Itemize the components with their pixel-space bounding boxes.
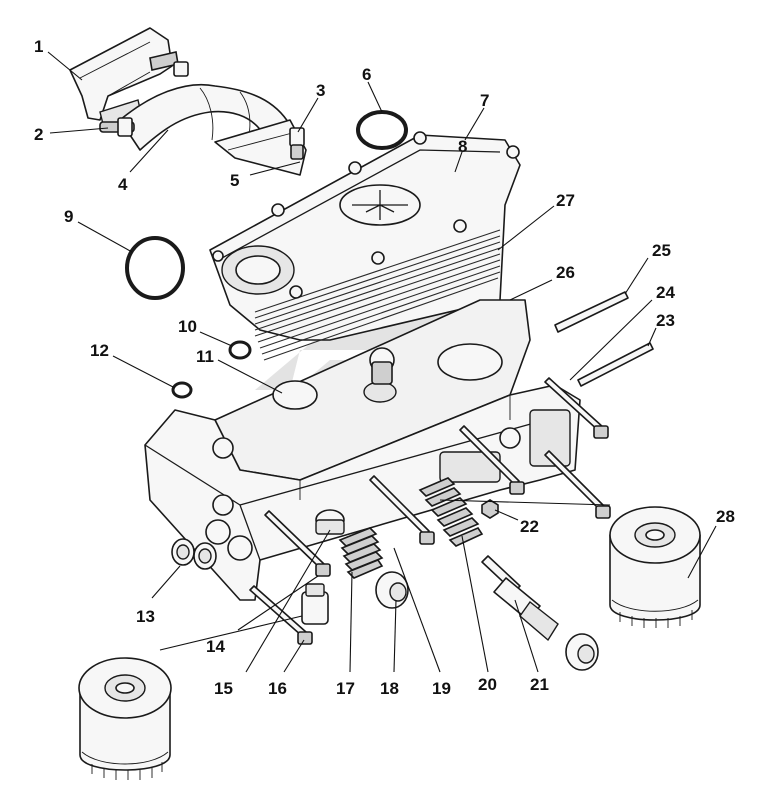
callout-12: 12 (90, 341, 109, 360)
callout-21: 21 (530, 675, 549, 694)
callout-11: 11 (196, 347, 214, 366)
bolt-24 (544, 377, 609, 439)
callout-26: 26 (556, 263, 575, 282)
leader-lines (47, 51, 717, 673)
callout-10: 10 (178, 317, 197, 336)
rod-23 (577, 342, 654, 387)
callout-13: 13 (136, 607, 155, 626)
relief-valve-21 (481, 555, 599, 671)
bolt-mid-right (459, 425, 525, 495)
oil-filter-left (78, 657, 172, 780)
fitting-16 (301, 583, 329, 625)
bolt-19 (369, 475, 435, 545)
callout-19: 19 (432, 679, 451, 698)
callout-20: 20 (478, 675, 497, 694)
bolt-3 (289, 127, 305, 160)
callout-18: 18 (380, 679, 399, 698)
callout-16: 16 (268, 679, 287, 698)
bolt-top-left (173, 61, 189, 77)
callout-17: 17 (336, 679, 355, 698)
o-ring-9 (125, 236, 185, 300)
callout-22: 22 (520, 517, 539, 536)
plug-18 (375, 571, 409, 609)
callout-24: 24 (656, 283, 675, 302)
o-ring-10 (228, 340, 252, 360)
callout-8: 8 (458, 137, 467, 156)
o-ring-12 (171, 381, 193, 399)
callout-28: 28 (716, 507, 735, 526)
callout-15: 15 (214, 679, 233, 698)
callout-4: 4 (118, 175, 128, 194)
callout-14: 14 (206, 637, 225, 656)
plug-13 (171, 538, 217, 570)
callout-23: 23 (656, 311, 675, 330)
rod-25 (554, 291, 629, 333)
oil-filter-right (609, 506, 701, 628)
bolt-14 (264, 510, 331, 577)
oil-cooler (209, 131, 521, 361)
callout-25: 25 (652, 241, 671, 260)
bolt-right-lower (544, 450, 611, 519)
fitting-15 (315, 509, 345, 535)
callout-labels: 1 2 3 4 5 6 7 8 9 10 11 12 13 14 15 16 1… (34, 37, 735, 698)
bolt-2 (99, 117, 135, 137)
callout-3: 3 (316, 81, 325, 100)
callout-5: 5 (230, 171, 239, 190)
oil-filler-tube (119, 83, 307, 176)
spring-20 (418, 477, 484, 547)
o-ring-6 (356, 110, 408, 150)
callout-9: 9 (64, 207, 73, 226)
oil-filler-bracket (69, 27, 179, 129)
nut-22 (481, 499, 499, 519)
callout-6: 6 (362, 65, 371, 84)
callout-27: 27 (556, 191, 575, 210)
callout-7: 7 (480, 91, 489, 110)
callout-2: 2 (34, 125, 43, 144)
callout-1: 1 (34, 37, 43, 56)
